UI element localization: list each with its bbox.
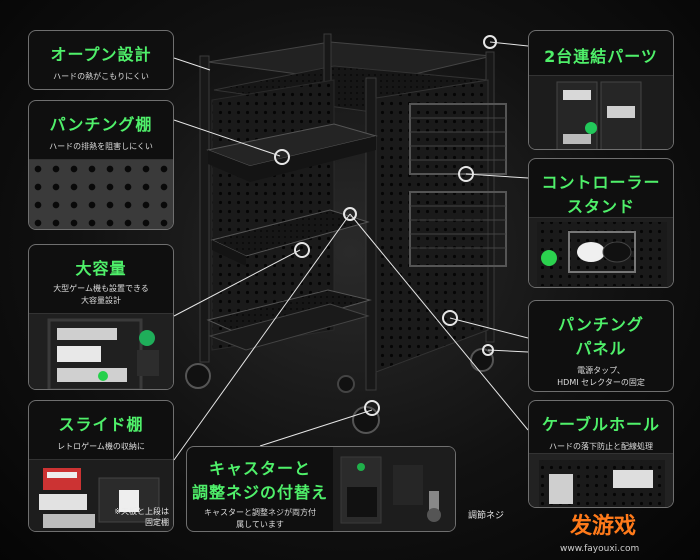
large-capacity-photo <box>29 313 173 389</box>
adjuster-label: 調節ネジ <box>468 511 505 521</box>
watermark-brand: 发游戏 <box>570 514 637 539</box>
cable-hole-photo <box>529 453 673 507</box>
large-capacity-illustration <box>29 314 173 389</box>
callout-lines <box>173 35 529 461</box>
feature-title-line2: パネル <box>575 339 627 358</box>
feature-desc-line1: 電源タップ、 <box>577 366 625 375</box>
caster-photo <box>333 447 455 531</box>
feature-desc-line2: HDMI セレクターの固定 <box>557 378 645 387</box>
rack-frame <box>185 33 507 434</box>
feature-desc: ハードの排熱を阻害しにくい <box>49 142 153 151</box>
feature-title: オープン設計 <box>50 45 152 64</box>
feature-title-line1: コントローラー <box>541 173 661 192</box>
feature-desc-line2: 大容量設計 <box>81 296 121 305</box>
feature-card-caster: キャスターと 調整ネジの付替え キャスターと調整ネジが両方付 属しています <box>186 446 456 532</box>
slide-shelf-illustration <box>29 460 173 531</box>
controller-stand-photo <box>529 217 673 287</box>
punching-shelf-photo <box>29 159 173 229</box>
feature-card-slide-shelf: スライド棚 レトロゲーム機の収納に ※天板と上段は 固定棚 <box>28 400 174 532</box>
watermark-url: www.fayouxi.com <box>560 544 640 554</box>
feature-desc-line2: 属しています <box>236 520 284 529</box>
feature-card-large-capacity: 大容量 大型ゲーム機も設置できる 大容量設計 <box>28 244 174 390</box>
feature-title: パンチング棚 <box>49 115 153 134</box>
feature-title: スライド棚 <box>58 415 144 434</box>
feature-card-link-parts: 2台連結パーツ <box>528 30 674 150</box>
feature-title-line1: パンチング <box>558 315 644 334</box>
feature-card-punching-shelf: パンチング棚 ハードの排熱を阻害しにくい <box>28 100 174 230</box>
feature-title: 2台連結パーツ <box>544 47 658 66</box>
feature-desc: レトロゲーム機の収納に <box>57 442 145 451</box>
feature-title: ケーブルホール <box>541 415 661 434</box>
slide-shelf-photo: ※天板と上段は 固定棚 <box>29 459 173 531</box>
watermark-logo: 发游戏 www.fayouxi.com <box>560 508 692 554</box>
feature-card-cable-hole: ケーブルホール ハードの落下防止と配線処理 <box>528 400 674 508</box>
feature-title-line2: スタンド <box>566 197 635 216</box>
fixed-shelf-note: ※天板と上段は 固定棚 <box>114 506 169 528</box>
feature-desc: ハードの落下防止と配線処理 <box>549 442 653 451</box>
feature-card-punching-panel: パンチング パネル 電源タップ、 HDMI セレクターの固定 <box>528 300 674 392</box>
feature-title: 大容量 <box>75 259 127 278</box>
feature-card-controller-stand: コントローラー スタンド <box>528 158 674 288</box>
link-parts-photo <box>529 75 673 149</box>
note-line1: ※天板と上段は <box>114 507 169 516</box>
feature-card-open-design: オープン設計 ハードの熱がこもりにくい <box>28 30 174 90</box>
feature-desc-line1: キャスターと調整ネジが両方付 <box>204 508 316 517</box>
feature-desc: ハードの熱がこもりにくい <box>53 72 149 81</box>
feature-desc-line1: 大型ゲーム機も設置できる <box>53 284 149 293</box>
note-line2: 固定棚 <box>145 518 169 527</box>
feature-title-line2: 調整ネジの付替え <box>191 483 328 502</box>
feature-title-line1: キャスターと <box>208 459 311 478</box>
